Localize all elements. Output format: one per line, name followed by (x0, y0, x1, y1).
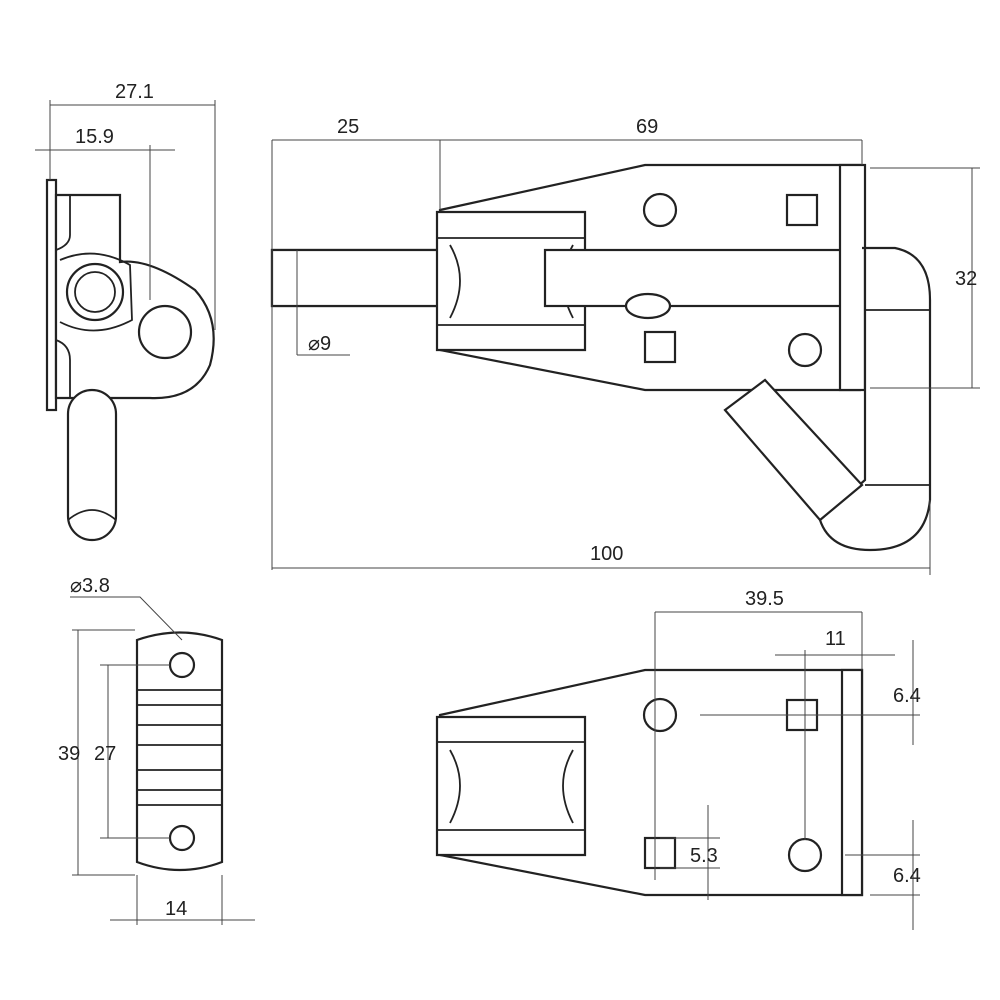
dim-11: 11 (825, 628, 846, 650)
body-view (435, 668, 864, 897)
side-view (45, 178, 215, 542)
dim-25: 25 (337, 116, 359, 138)
dim-100: 100 (590, 543, 623, 565)
dimension-labels: 27.1 15.9 25 69 32 ⌀9 100 ⌀3.8 39 27 14 … (58, 81, 977, 920)
dim-5-3: 5.3 (690, 845, 718, 867)
dim-14: 14 (165, 898, 187, 920)
dim-27: 27 (94, 743, 116, 765)
dim-32: 32 (955, 268, 977, 290)
dim-bolt-diameter: ⌀9 (308, 333, 331, 355)
top-view (270, 163, 932, 552)
dim-39-5: 39.5 (745, 588, 784, 610)
dim-39: 39 (58, 743, 80, 765)
dim-69: 69 (636, 116, 658, 138)
dim-27-1: 27.1 (115, 81, 154, 103)
dimension-lines (35, 100, 980, 930)
dim-6-4-bottom: 6.4 (893, 865, 921, 887)
dim-15-9: 15.9 (75, 126, 114, 148)
keeper-view (135, 631, 224, 872)
dim-hole-diameter: ⌀3.8 (70, 575, 110, 597)
dim-6-4-top: 6.4 (893, 685, 921, 707)
